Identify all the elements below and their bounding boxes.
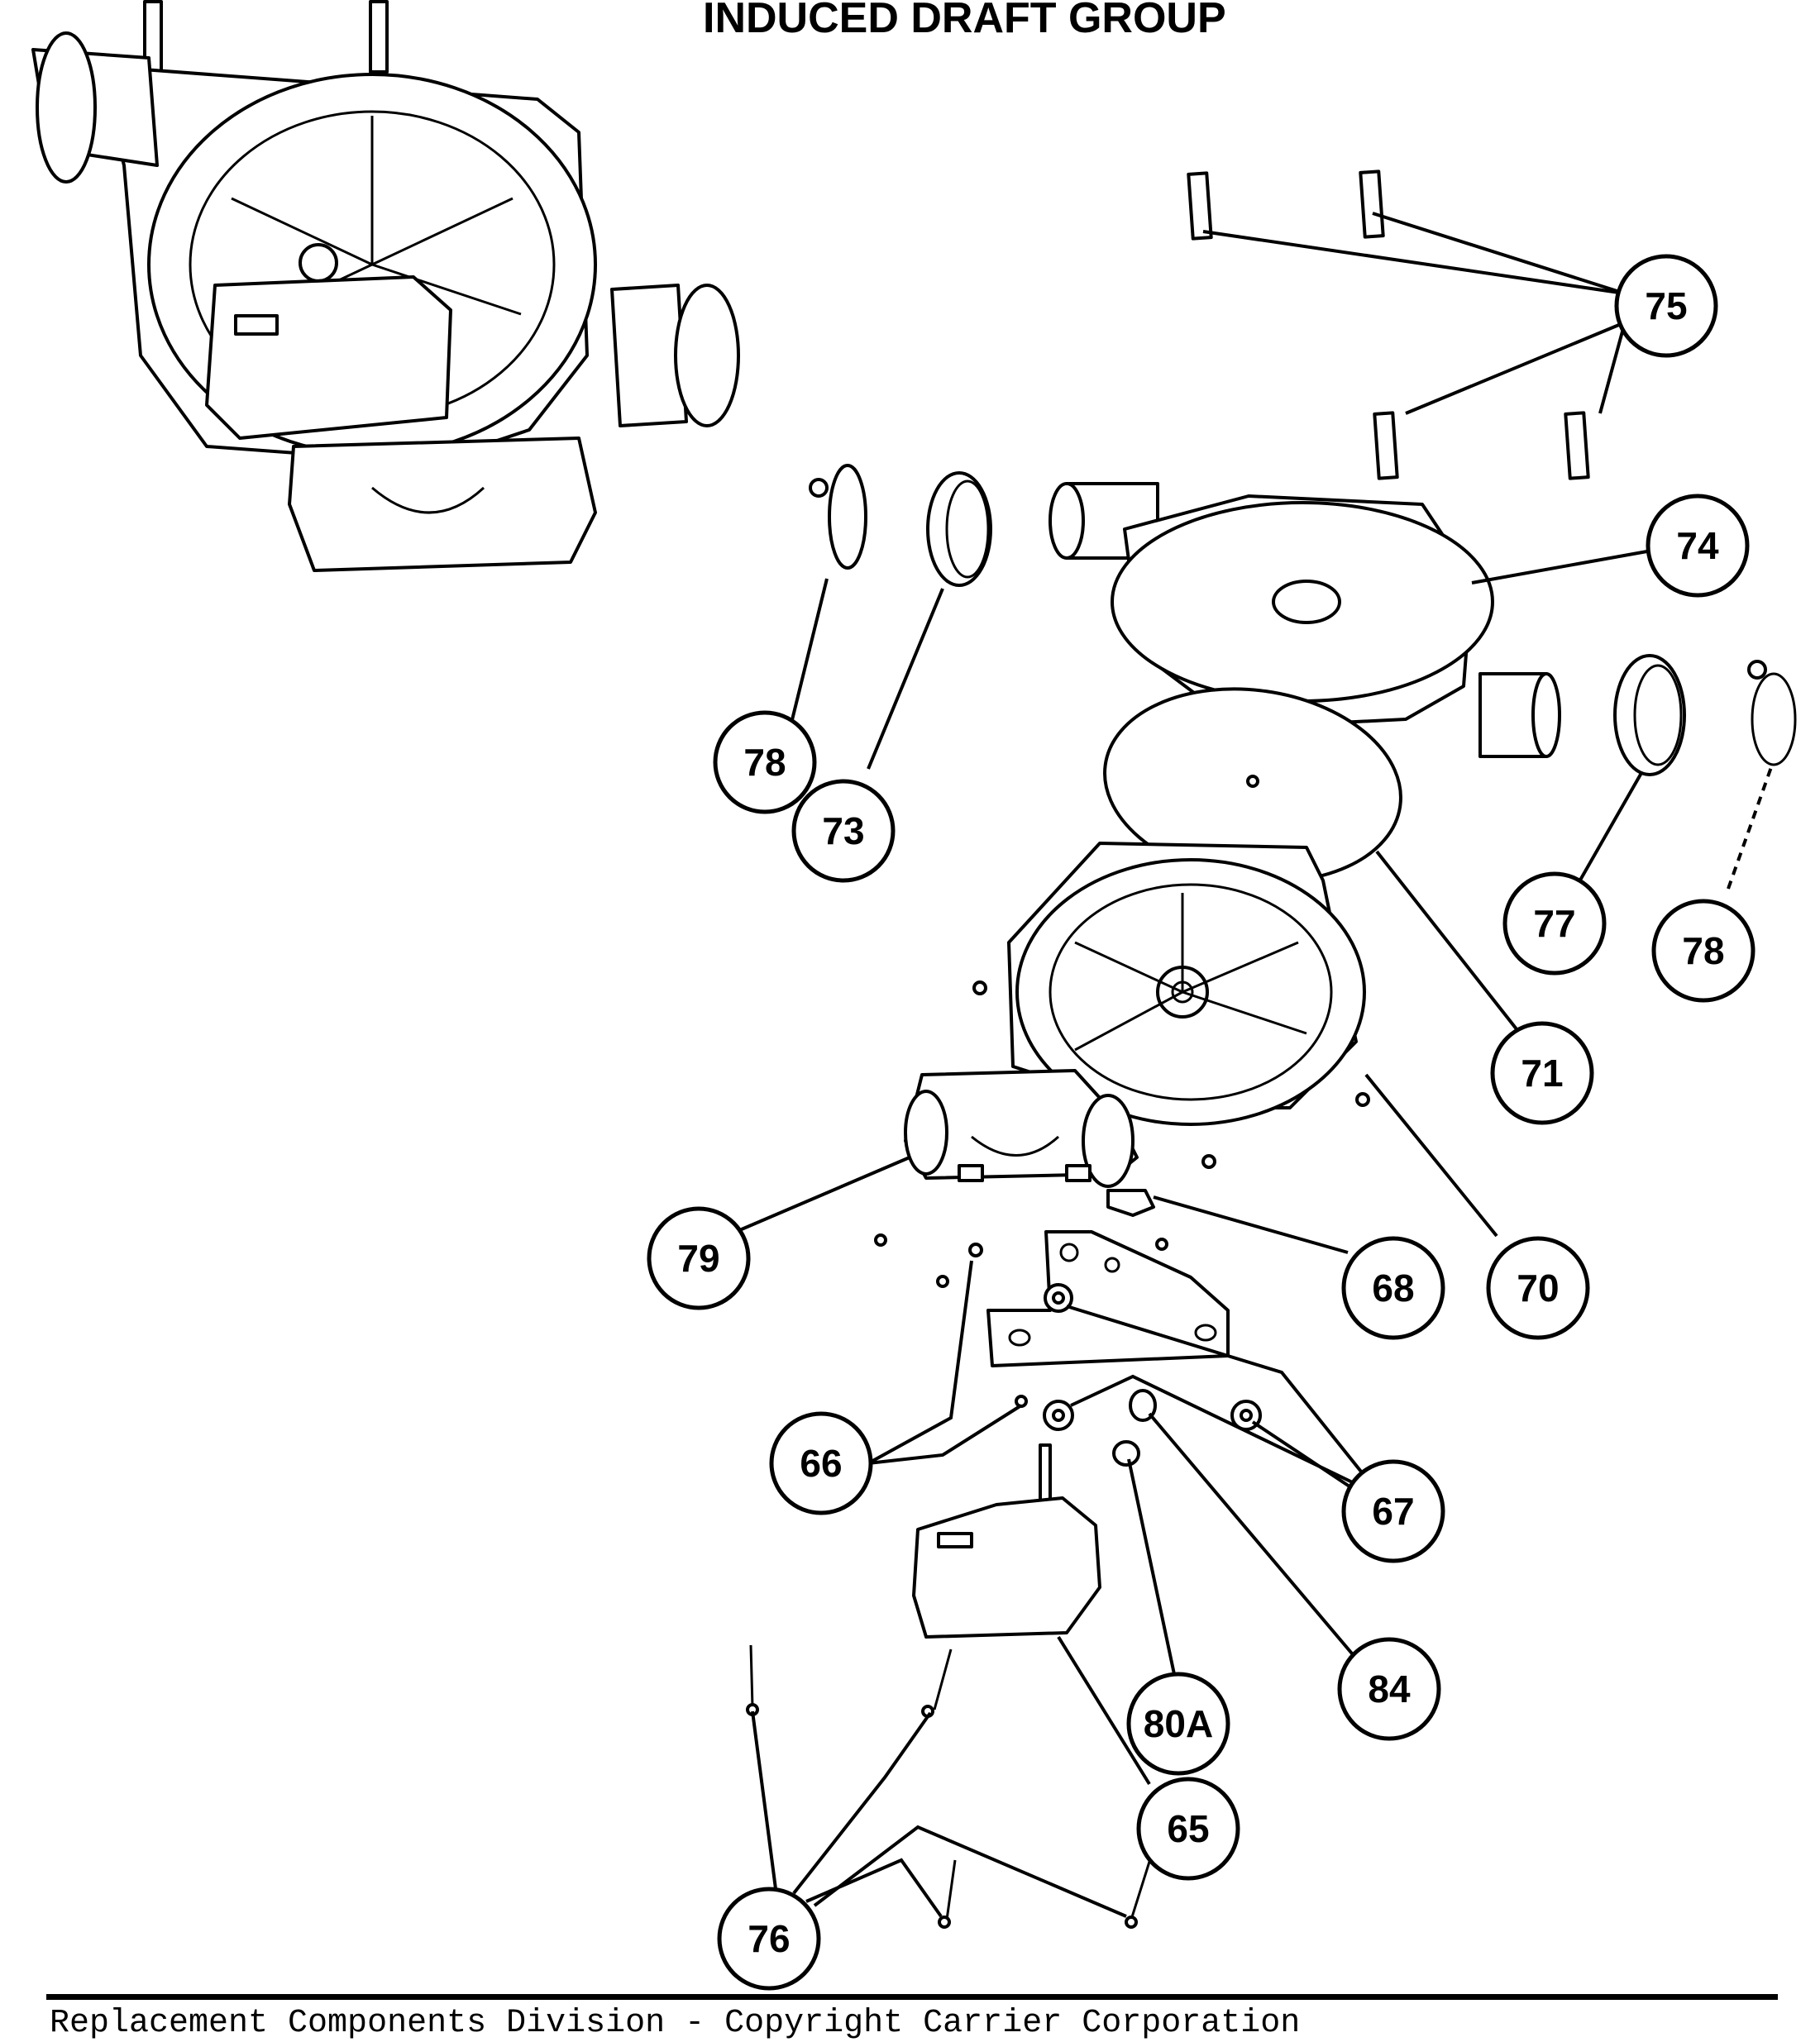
svg-text:79: 79 xyxy=(677,1237,719,1280)
svg-text:65: 65 xyxy=(1167,1807,1209,1850)
callout-68: 68 xyxy=(1341,1236,1445,1340)
svg-text:74: 74 xyxy=(1676,524,1719,567)
callout-67: 67 xyxy=(1341,1459,1445,1563)
svg-text:67: 67 xyxy=(1372,1490,1414,1533)
svg-text:77: 77 xyxy=(1533,902,1575,945)
callout-76: 76 xyxy=(717,1887,821,1991)
svg-text:78: 78 xyxy=(743,741,786,784)
housing-part-74 xyxy=(1049,482,1561,758)
callout-84: 84 xyxy=(1337,1637,1441,1741)
svg-text:75: 75 xyxy=(1645,284,1687,327)
leader-lines xyxy=(725,212,1773,1918)
clamp-and-coupling-right xyxy=(1613,654,1797,776)
callout-66: 66 xyxy=(769,1411,873,1515)
diagram-title: INDUCED DRAFT GROUP xyxy=(703,0,1226,42)
svg-text:80A: 80A xyxy=(1144,1702,1213,1745)
callout-75: 75 xyxy=(1614,254,1718,358)
callout-80a: 80A xyxy=(1126,1672,1230,1776)
wheel-housing-part-70 xyxy=(972,842,1370,1126)
motor-part-65 xyxy=(912,1443,1101,1639)
assembled-inducer-drawing xyxy=(31,0,740,572)
svg-text:78: 78 xyxy=(1682,929,1724,972)
callout-74: 74 xyxy=(1646,494,1750,598)
callout-78-left: 78 xyxy=(713,710,817,814)
svg-text:84: 84 xyxy=(1368,1667,1411,1710)
nut-part-80a xyxy=(1112,1440,1140,1467)
spacer-part-84 xyxy=(1129,1389,1157,1422)
callout-79: 79 xyxy=(647,1206,751,1310)
footer-copyright: Replacement Components Division - Copyri… xyxy=(50,2005,1301,2042)
callout-65: 65 xyxy=(1136,1777,1240,1881)
callout-78-right: 78 xyxy=(1651,899,1756,1003)
svg-text:66: 66 xyxy=(800,1442,842,1485)
svg-text:70: 70 xyxy=(1517,1267,1559,1310)
svg-text:68: 68 xyxy=(1372,1267,1414,1310)
callout-70: 70 xyxy=(1486,1236,1590,1340)
clamp-and-coupling-left xyxy=(809,464,992,587)
footer-divider xyxy=(46,1994,1778,2000)
callout-77: 77 xyxy=(1502,871,1607,976)
callout-71: 71 xyxy=(1490,1021,1594,1125)
small-screws xyxy=(874,1154,1216,1408)
pins-part-75 xyxy=(1187,169,1590,480)
svg-text:71: 71 xyxy=(1521,1052,1563,1095)
grommet-part-68 xyxy=(1106,1189,1155,1217)
callout-73: 73 xyxy=(791,779,896,883)
motor-flange-part-79 xyxy=(904,1069,1139,1188)
svg-text:76: 76 xyxy=(748,1917,790,1960)
svg-text:73: 73 xyxy=(822,809,864,852)
